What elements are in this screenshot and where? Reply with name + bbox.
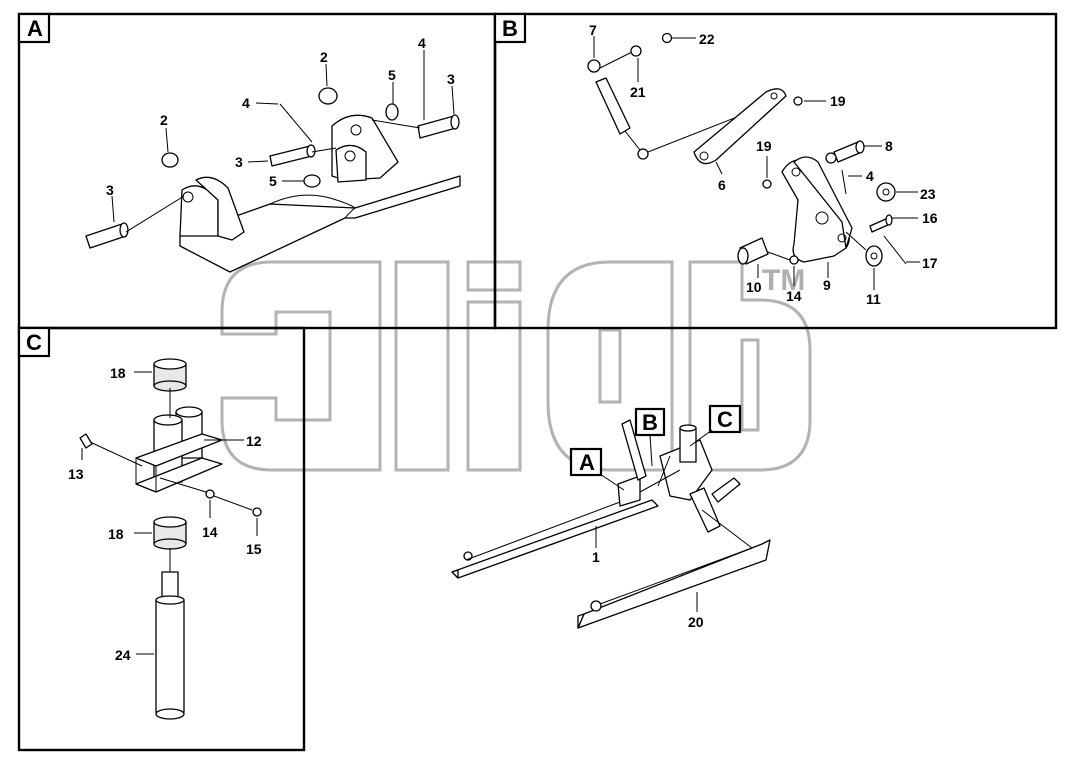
- callout-b-10: 10: [746, 279, 762, 295]
- column-overview: [679, 427, 697, 463]
- arm-6: [693, 88, 787, 165]
- callout-c-13: 13: [68, 466, 84, 482]
- overview-tag-c-label: C: [717, 407, 733, 432]
- panel-a: A 2: [17, 12, 497, 330]
- panel-b-label: B: [502, 16, 518, 41]
- panel-b-frame: [493, 12, 1058, 330]
- cotter-pin-17: [883, 235, 907, 265]
- callout-b-23: 23: [920, 186, 936, 202]
- gas-spring-7-body: [595, 77, 631, 135]
- callout-b-14: 14: [786, 288, 802, 304]
- washer-21: [630, 45, 642, 57]
- callout-c-18-top: 18: [110, 365, 126, 381]
- panel-c-label: C: [26, 330, 42, 355]
- callout-a-5-lower: 5: [269, 173, 277, 189]
- watermark-logo: TM: [220, 260, 812, 472]
- washer-14-b: [789, 255, 799, 265]
- callout-b-22: 22: [699, 31, 715, 47]
- rail-20: [577, 539, 771, 629]
- overview-tag-a-label: A: [579, 450, 595, 475]
- callout-c-14: 14: [202, 524, 218, 540]
- overview-tag-b: [634, 407, 666, 437]
- callout-overview-1: 1: [592, 549, 600, 565]
- gas-spring-bottom-eye: [637, 148, 649, 160]
- watermark-tm: TM: [762, 264, 805, 297]
- bushing-2-right: [318, 87, 338, 105]
- cotter-pin-4-a: [279, 103, 313, 143]
- lever-overview: [689, 487, 721, 533]
- callout-c-24: 24: [115, 647, 131, 663]
- washer-5-upper: [385, 103, 399, 121]
- callout-a-2-right: 2: [320, 49, 328, 65]
- callout-b-16: 16: [922, 210, 938, 226]
- rail-1: [451, 499, 659, 579]
- callout-a-2-left: 2: [160, 112, 168, 128]
- panel-c-frame: [17, 326, 306, 752]
- washer-23: [876, 182, 896, 202]
- panel-a-label: A: [27, 16, 43, 41]
- lever-plate-9-side: [793, 156, 853, 249]
- callout-a-5-upper: 5: [388, 67, 396, 83]
- panel-b: B: [493, 12, 1058, 330]
- gas-spring-right-overview: [711, 477, 741, 503]
- plate-12-lower: [135, 457, 223, 493]
- callout-b-6: 6: [718, 177, 726, 193]
- callout-b-7: 7: [589, 22, 597, 38]
- bracket-right-a-front: [335, 144, 367, 183]
- nut-15: [252, 507, 262, 517]
- cotter-pin-4-b: [841, 169, 847, 195]
- gas-spring-overview: [621, 419, 647, 481]
- callout-a-3-right: 3: [447, 71, 455, 87]
- overview-tag-b-label: B: [642, 410, 658, 435]
- callout-b-9: 9: [823, 277, 831, 293]
- callout-b-8: 8: [885, 138, 893, 154]
- panel-b-tag: [493, 12, 527, 44]
- washer-5-lower: [303, 174, 321, 188]
- bushing-2-left: [161, 152, 179, 168]
- callout-c-15: 15: [246, 541, 262, 557]
- nut-22: [661, 32, 673, 44]
- panel-c-tag: [17, 326, 51, 358]
- callout-b-17: 17: [922, 255, 938, 271]
- gas-spring-top-eye: [587, 59, 601, 73]
- callout-c-12: 12: [246, 433, 262, 449]
- base-plate-a: [179, 175, 461, 273]
- washer-14-c: [205, 489, 215, 499]
- panel-a-tag: [17, 12, 51, 44]
- callout-a-4-right: 4: [418, 35, 426, 51]
- callout-a-3-left: 3: [106, 182, 114, 198]
- overview-tag-c: [708, 404, 742, 434]
- callout-b-19-lower: 19: [756, 138, 772, 154]
- column-24-body: [155, 599, 185, 713]
- callout-b-4: 4: [866, 168, 874, 184]
- mount-a: [617, 475, 641, 507]
- callout-c-18-bottom: 18: [108, 526, 124, 542]
- bolt-13: [79, 433, 93, 449]
- callout-a-4-left: 4: [242, 95, 250, 111]
- roller-11: [865, 245, 883, 267]
- callout-b-11: 11: [866, 291, 881, 307]
- bracket-left-a-side: [195, 176, 245, 241]
- overview-tag-a: [569, 447, 603, 477]
- callout-overview-20: 20: [688, 614, 704, 630]
- callout-b-19-upper: 19: [830, 93, 846, 109]
- callout-a-3-middle: 3: [235, 154, 243, 170]
- washer-19-lower: [762, 179, 772, 189]
- washer-19-upper: [793, 96, 803, 106]
- pin-3-middle: [269, 145, 313, 167]
- overview-assembly: A B C 1 20: [451, 404, 771, 630]
- panel-c: C 18 12: [17, 326, 306, 752]
- callout-b-21: 21: [630, 84, 646, 100]
